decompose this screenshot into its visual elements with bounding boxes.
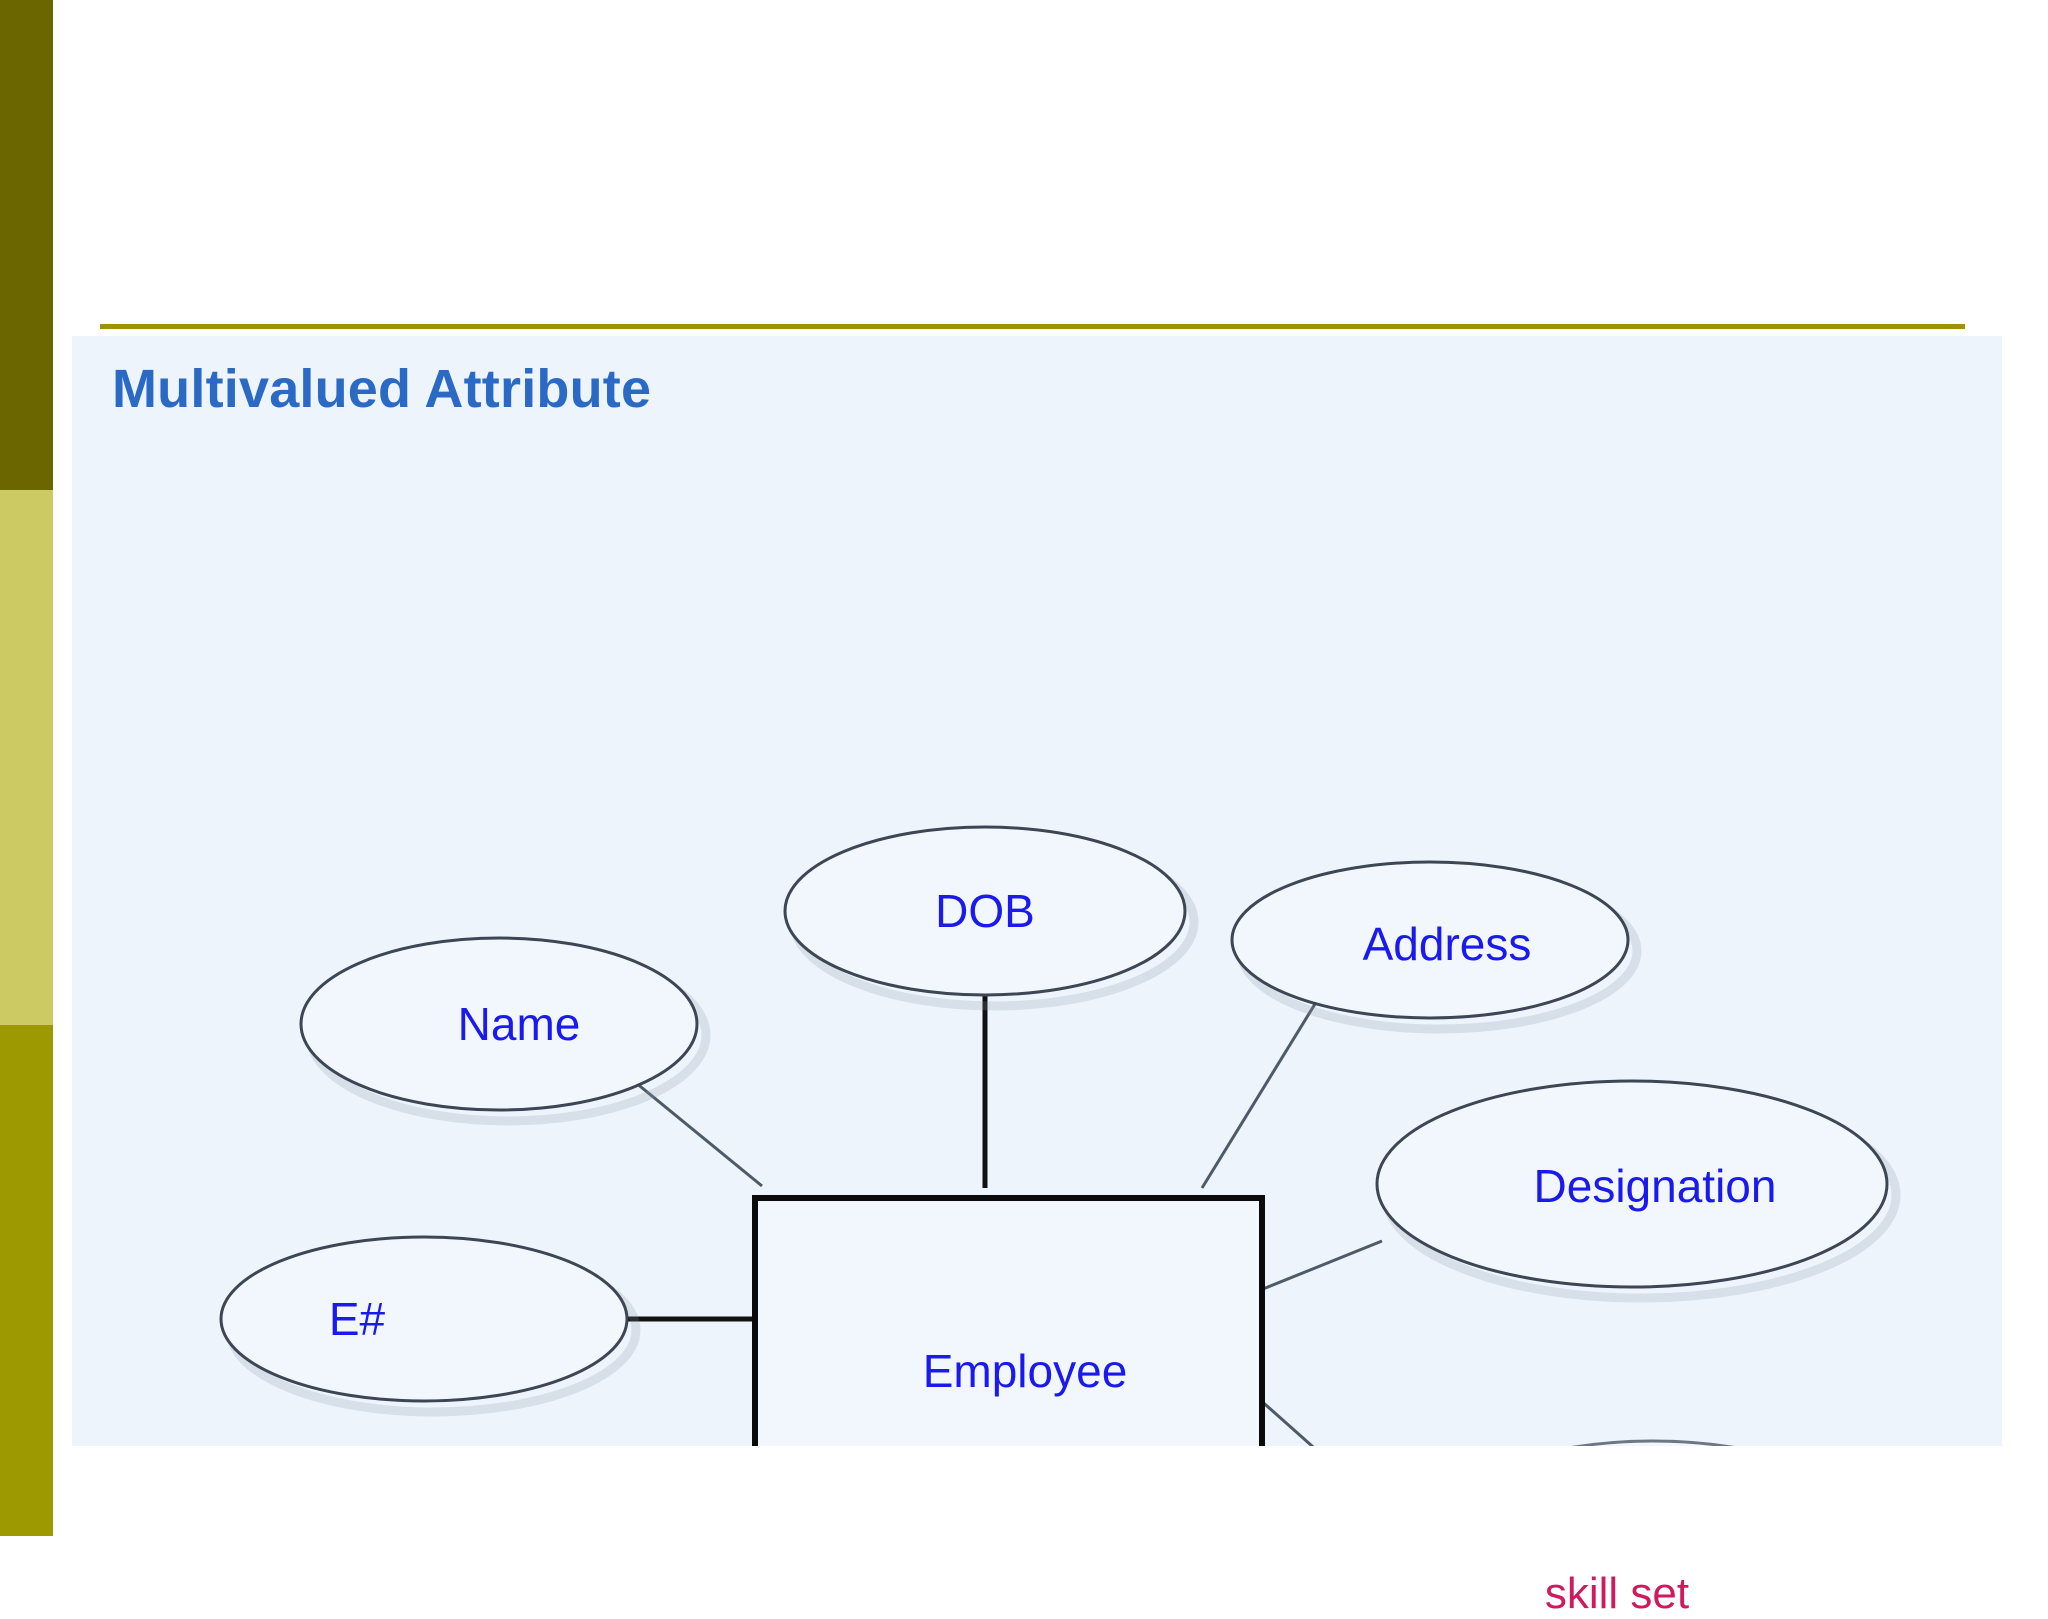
attribute-skill-set-outer-ellipse[interactable]	[1370, 1439, 1936, 1446]
page-title: Multivalued Attribute	[112, 359, 652, 419]
title-divider-rule	[100, 324, 1965, 329]
decorative-sidebar	[0, 0, 53, 1536]
connector-group	[625, 995, 1383, 1446]
connector-designation-to-employee	[1257, 1239, 1383, 1293]
attribute-e-number-ellipse[interactable]	[219, 1235, 629, 1403]
sidebar-band-mid-olive	[0, 1025, 53, 1536]
connector-address-to-employee	[1200, 1003, 1317, 1189]
attribute-dob-ellipse[interactable]	[783, 825, 1187, 997]
er-diagram-svg	[219, 825, 1936, 1446]
sidebar-band-light-olive	[0, 490, 53, 1025]
attribute-name-ellipse[interactable]	[299, 936, 699, 1112]
attribute-skill-set-label: skill set	[1544, 1569, 1690, 1618]
attribute-address-ellipse[interactable]	[1230, 860, 1630, 1020]
er-diagram: Name DOB Address Designation E# skill se…	[72, 336, 2002, 1618]
entity-employee-rect[interactable]	[752, 1195, 1265, 1446]
slide-content-area: Multivalued Attribute	[72, 324, 2002, 1618]
sidebar-band-dark-olive	[0, 0, 53, 490]
connector-name-to-employee	[629, 1076, 763, 1188]
attribute-designation-ellipse[interactable]	[1375, 1079, 1889, 1289]
connector-skillset-to-employee	[1257, 1396, 1315, 1446]
